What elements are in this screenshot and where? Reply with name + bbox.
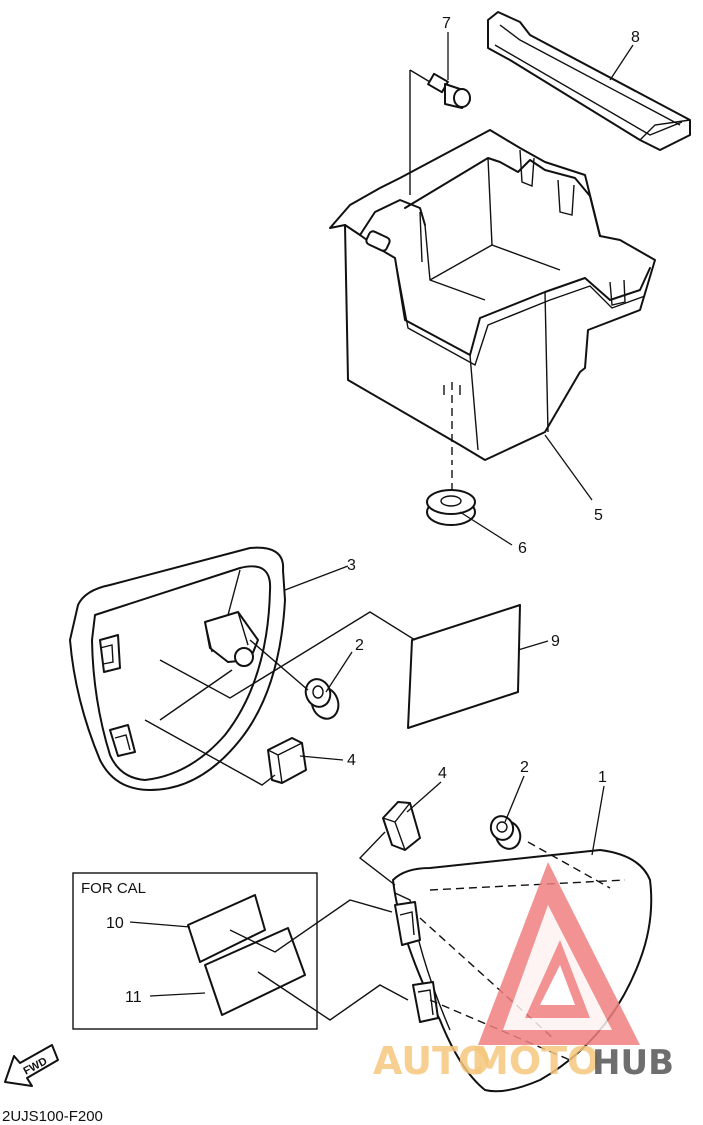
callout-2b: 2 <box>520 759 529 776</box>
watermark-text-moto: MOTO <box>471 1039 599 1083</box>
callout-8: 8 <box>631 29 640 46</box>
part-number-labels: 7 8 5 6 3 2 9 4 4 2 1 10 11 <box>106 15 640 1006</box>
callout-7: 7 <box>442 15 451 32</box>
watermark-text-auto: AUTO <box>373 1039 490 1083</box>
watermark: AUTO MOTO HUB <box>373 862 674 1083</box>
for-cal-box: FOR CAL <box>72 872 409 1030</box>
grommet-small-lower <box>489 815 522 850</box>
callout-3: 3 <box>347 557 356 574</box>
callout-11: 11 <box>125 989 142 1006</box>
damper-upper <box>267 737 307 784</box>
callout-6: 6 <box>518 540 527 557</box>
damper-lower <box>382 801 421 851</box>
grommet-small-upper <box>304 678 340 720</box>
emblem-plate <box>407 604 521 729</box>
battery-strap <box>487 11 691 151</box>
fwd-arrow-icon: FWD <box>4 1044 59 1087</box>
battery-box <box>329 129 656 465</box>
callout-4b: 4 <box>438 765 447 782</box>
callout-10: 10 <box>106 915 124 932</box>
watermark-logo-icon <box>478 862 640 1045</box>
callout-2a: 2 <box>355 637 364 654</box>
callout-9: 9 <box>551 633 560 650</box>
for-cal-label: FOR CAL <box>81 880 146 897</box>
callout-1: 1 <box>598 769 607 786</box>
diagram-code: 2UJS100-F200 <box>2 1108 103 1125</box>
callout-5: 5 <box>594 507 603 524</box>
leader-lines <box>129 32 634 997</box>
watermark-text-hub: HUB <box>592 1043 674 1083</box>
bolt <box>409 69 471 195</box>
grommet <box>426 470 476 526</box>
callout-4a: 4 <box>347 752 356 769</box>
